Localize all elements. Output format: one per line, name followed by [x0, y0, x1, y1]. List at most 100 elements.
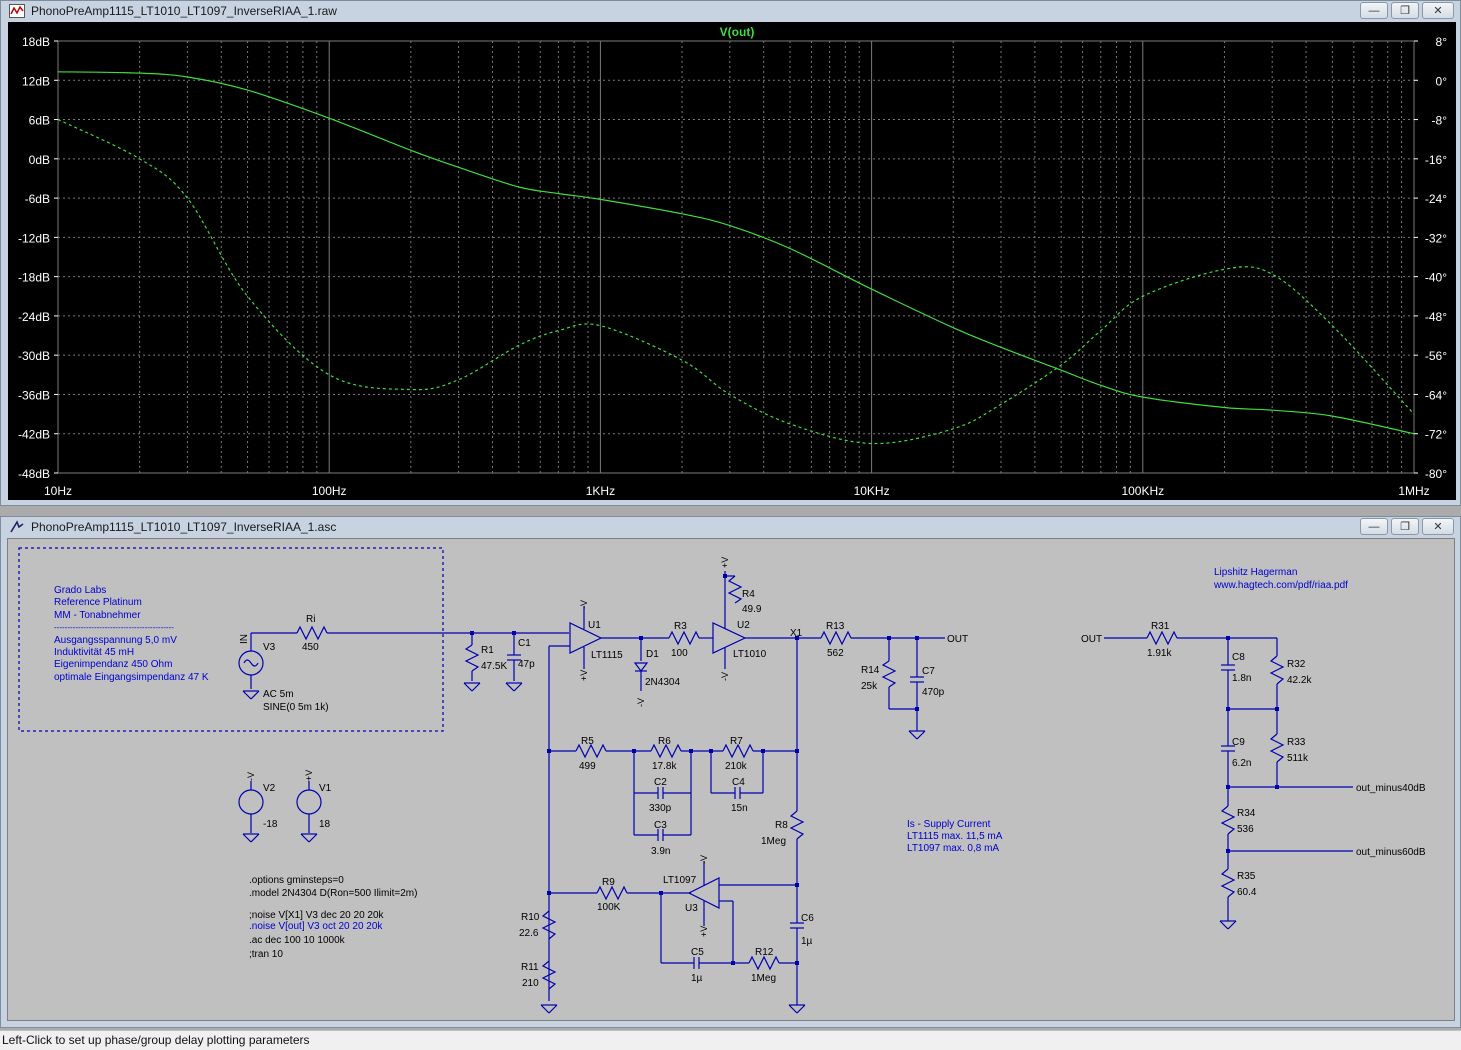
directive-options[interactable]: .options gminsteps=0: [249, 875, 344, 886]
U1-ref[interactable]: U1: [588, 620, 601, 631]
magnitude-trace[interactable]: [57, 71, 1415, 435]
R7-ref[interactable]: R7: [730, 736, 743, 747]
C1-value[interactable]: 47p: [518, 659, 535, 670]
U1-part[interactable]: LT1115: [591, 650, 623, 661]
C6-ref[interactable]: C6: [801, 913, 814, 924]
R6-ref[interactable]: R6: [658, 736, 671, 747]
R14-ref[interactable]: R14: [861, 665, 880, 676]
directive-tran[interactable]: ;tran 10: [249, 949, 283, 960]
V1-value[interactable]: 18: [319, 819, 331, 830]
V3-value-sine[interactable]: SINE(0 5m 1k): [263, 702, 329, 713]
out-minus-40db-label[interactable]: out_minus40dB: [1356, 783, 1426, 794]
R34-ref[interactable]: R34: [1237, 808, 1256, 819]
C5-value[interactable]: 1µ: [691, 973, 703, 984]
R14-value[interactable]: 25k: [861, 681, 878, 692]
U2-ref[interactable]: U2: [737, 620, 750, 631]
V3-ref[interactable]: V3: [263, 642, 276, 653]
R5-value[interactable]: 499: [579, 761, 596, 772]
Ri-value[interactable]: 450: [302, 642, 319, 653]
plot-window-titlebar[interactable]: PhonoPreAmp1115_LT1010_LT1097_InverseRIA…: [1, 1, 1460, 21]
C7-value[interactable]: 470p: [922, 687, 945, 698]
V3-value-ac[interactable]: AC 5m: [263, 689, 294, 700]
R3-ref[interactable]: R3: [674, 621, 687, 632]
directive-model[interactable]: .model 2N4304 D(Ron=500 Ilimit=2m): [249, 888, 417, 899]
V2-ref[interactable]: V2: [263, 783, 276, 794]
out-label[interactable]: OUT: [947, 634, 968, 645]
C2-ref[interactable]: C2: [654, 777, 667, 788]
C9-value[interactable]: 6.2n: [1232, 758, 1251, 769]
R5-ref[interactable]: R5: [581, 736, 594, 747]
close-button[interactable]: ✕: [1422, 518, 1454, 535]
R10-value[interactable]: 22.6: [519, 928, 539, 939]
R33-ref[interactable]: R33: [1287, 737, 1306, 748]
phase-trace[interactable]: [57, 118, 1415, 445]
U2-part[interactable]: LT1010: [733, 649, 767, 660]
D1-part[interactable]: 2N4304: [645, 677, 680, 688]
C8-ref[interactable]: C8: [1232, 652, 1245, 663]
R12-ref[interactable]: R12: [755, 947, 774, 958]
R3-value[interactable]: 100: [671, 648, 688, 659]
directive-noise-out[interactable]: .noise V[out] V3 oct 20 20 20k: [249, 921, 383, 932]
R33-value[interactable]: 511k: [1287, 753, 1309, 764]
schematic-window-titlebar[interactable]: PhonoPreAmp1115_LT1010_LT1097_InverseRIA…: [1, 517, 1460, 537]
R4-value[interactable]: 49.9: [742, 604, 762, 615]
C9-ref[interactable]: C9: [1232, 737, 1245, 748]
R11-ref[interactable]: R11: [521, 962, 539, 973]
U3-part[interactable]: LT1097: [663, 875, 697, 886]
Ri-ref[interactable]: Ri: [306, 614, 315, 625]
R4-ref[interactable]: R4: [742, 589, 755, 600]
C4-ref[interactable]: C4: [732, 777, 745, 788]
R1-ref[interactable]: R1: [481, 645, 494, 656]
bode-plot[interactable]: 18dB12dB6dB0dB-6dB-12dB-18dB-24dB-30dB-3…: [8, 22, 1456, 500]
C3-value[interactable]: 3.9n: [651, 846, 670, 857]
R32-ref[interactable]: R32: [1287, 659, 1306, 670]
R32-value[interactable]: 42.2k: [1287, 675, 1312, 686]
R8-ref[interactable]: R8: [775, 820, 788, 831]
close-button[interactable]: ✕: [1422, 2, 1454, 19]
R11-value[interactable]: 210: [522, 978, 539, 989]
R31-value[interactable]: 1.91k: [1147, 648, 1172, 659]
C2-value[interactable]: 330p: [649, 803, 672, 814]
C4-value[interactable]: 15n: [731, 803, 748, 814]
D1-ref[interactable]: D1: [646, 649, 659, 660]
directive-noise-x1[interactable]: ;noise V[X1] V3 dec 20 20 20k: [249, 910, 385, 921]
plot-trace-title[interactable]: V(out): [720, 25, 755, 39]
C6-value[interactable]: 1µ: [801, 936, 813, 947]
R35-value[interactable]: 60.4: [1237, 887, 1257, 898]
restore-button[interactable]: ❐: [1391, 2, 1419, 19]
R7-value[interactable]: 210k: [725, 761, 748, 772]
out-minus-60db-label[interactable]: out_minus60dB: [1356, 847, 1426, 858]
minimize-button[interactable]: —: [1360, 2, 1388, 19]
C5-ref[interactable]: C5: [691, 947, 704, 958]
V1-ref[interactable]: V1: [319, 783, 332, 794]
directive-ac[interactable]: .ac dec 100 10 1000k: [249, 935, 346, 946]
y2-tick-label: -56°: [1425, 349, 1447, 363]
R1-value[interactable]: 47.5K: [481, 661, 507, 672]
riaa-note-line-2: www.hagtech.com/pdf/riaa.pdf: [1213, 580, 1348, 591]
R12-value[interactable]: 1Meg: [751, 973, 776, 984]
minimize-button[interactable]: —: [1360, 518, 1388, 535]
R13-value[interactable]: 562: [827, 648, 844, 659]
R8-value[interactable]: 1Meg: [761, 836, 786, 847]
C1-ref[interactable]: C1: [518, 638, 531, 649]
U3-ref[interactable]: U3: [685, 903, 698, 914]
R6-value[interactable]: 17.8k: [652, 761, 677, 772]
C3-ref[interactable]: C3: [654, 820, 667, 831]
R9-ref[interactable]: R9: [602, 877, 615, 888]
schematic-drawing[interactable]: Grado Labs Reference Platinum MM - Tonab…: [8, 539, 1454, 1020]
X1-label[interactable]: X1: [790, 628, 803, 639]
schematic-canvas[interactable]: Grado Labs Reference Platinum MM - Tonab…: [7, 538, 1455, 1021]
C7-ref[interactable]: C7: [922, 666, 935, 677]
R31-ref[interactable]: R31: [1151, 621, 1170, 632]
R35-ref[interactable]: R35: [1237, 871, 1256, 882]
V2-value[interactable]: -18: [263, 819, 278, 830]
C8-value[interactable]: 1.8n: [1232, 673, 1251, 684]
R10-ref[interactable]: R10: [521, 912, 540, 923]
R9-value[interactable]: 100K: [597, 902, 621, 913]
riaa-in-label[interactable]: OUT: [1081, 634, 1102, 645]
R34-value[interactable]: 536: [1237, 824, 1254, 835]
R13-ref[interactable]: R13: [826, 621, 845, 632]
in-label: IN: [239, 634, 250, 644]
restore-button[interactable]: ❐: [1391, 518, 1419, 535]
